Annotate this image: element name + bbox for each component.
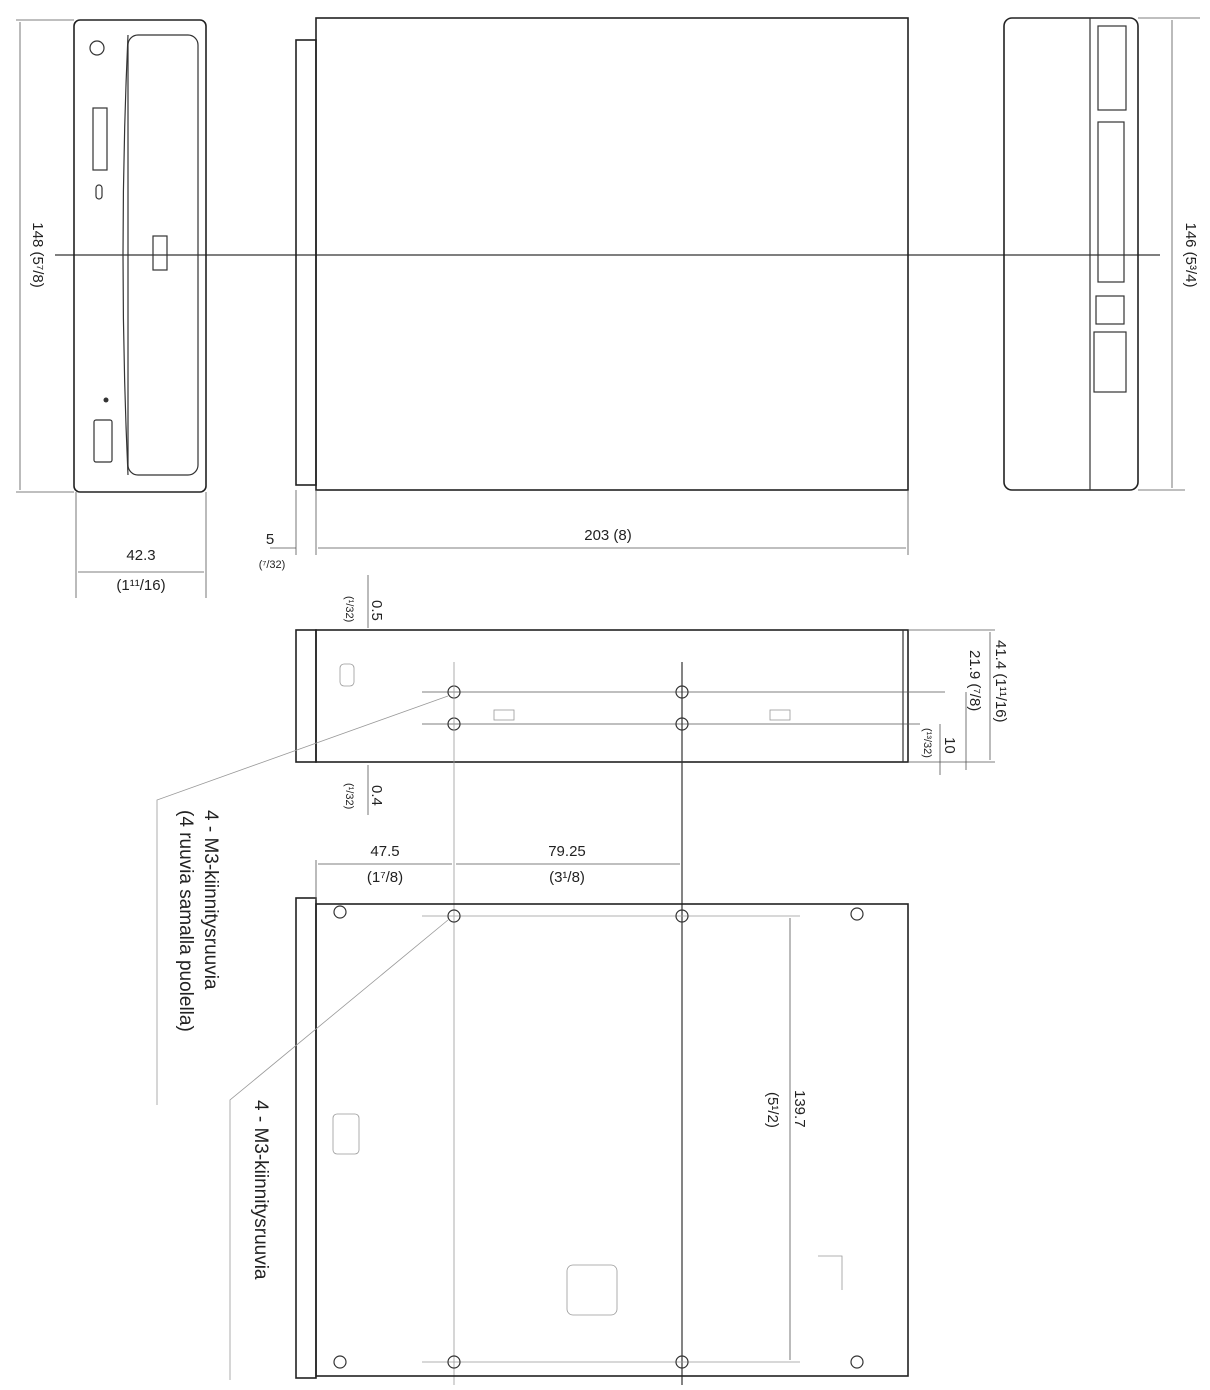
offset-in-label: (1⁷/8)	[367, 869, 403, 886]
audio-connector	[1093, 331, 1127, 393]
bezel-depth-in-label: (⁷/32)	[259, 559, 286, 571]
spacing-in-label: (3¹/8)	[549, 869, 585, 886]
rear-view: 146 (5³/4)	[1003, 17, 1200, 491]
volume-dial	[92, 107, 108, 171]
offset-label: 47.5	[370, 843, 399, 860]
bottom-gap-in-label: (¹/32)	[343, 783, 355, 809]
screw-hole	[447, 1355, 461, 1369]
top-gap-label: 0.5	[368, 600, 385, 621]
side-screws-note: 4 - M3-kiinnitysruuvia	[200, 810, 221, 990]
jumper-block	[1095, 295, 1125, 325]
eject-button	[93, 419, 113, 463]
upper-hole-label: 21.9 (⁷/8)	[966, 650, 983, 711]
side-holes-view: 0.5 (¹/32) 0.4 (¹/32) 41.4 (1¹¹/16) 21.9…	[295, 575, 1009, 815]
bottom-gap-label: 0.4	[368, 785, 385, 806]
front-height-label: 148 (5⁷/8)	[29, 222, 46, 287]
screw-hole	[675, 909, 689, 923]
rear-height-label: 146 (5³/4)	[1182, 222, 1199, 287]
screw-hole	[447, 909, 461, 923]
front-width-label: 42.3	[126, 547, 155, 564]
lower-hole-label: 10	[941, 737, 958, 754]
screw-hole	[675, 1355, 689, 1369]
logo-icon	[152, 235, 168, 271]
lower-hole-in-label: (¹³/32)	[921, 728, 933, 758]
total-height-label: 41.4 (1¹¹/16)	[992, 640, 1009, 723]
bottom-screws-note: 4 - M3-kiinnitysruuvia	[250, 1100, 271, 1280]
front-width-in-label: (1¹¹/16)	[116, 577, 165, 594]
headphone-jack-icon	[89, 40, 105, 56]
top-gap-in-label: (¹/32)	[343, 596, 355, 622]
side-screw-leader	[156, 695, 449, 1105]
bezel-depth-label: 5	[266, 531, 274, 548]
side-screws-subnote: (4 ruuvia samalla puolella)	[175, 810, 196, 1032]
bottom-view: 47.5 (1⁷/8) 79.25 (3¹/8) 139.7 (5¹/2)	[295, 843, 909, 1379]
depth-label: 203 (8)	[584, 527, 632, 544]
bottom-screw-leader	[229, 919, 449, 1380]
length-label: 139.7	[791, 1090, 808, 1128]
spacing-label: 79.25	[548, 843, 586, 860]
power-connector	[1097, 25, 1127, 111]
side-view: 5 (⁷/32) 203 (8)	[259, 17, 909, 571]
length-in-label: (5¹/2)	[764, 1092, 781, 1128]
ide-connector	[1097, 121, 1125, 283]
led-indicator	[103, 397, 109, 403]
front-view: 148 (5⁷/8) 42.3 (1¹¹/16)	[16, 19, 207, 598]
